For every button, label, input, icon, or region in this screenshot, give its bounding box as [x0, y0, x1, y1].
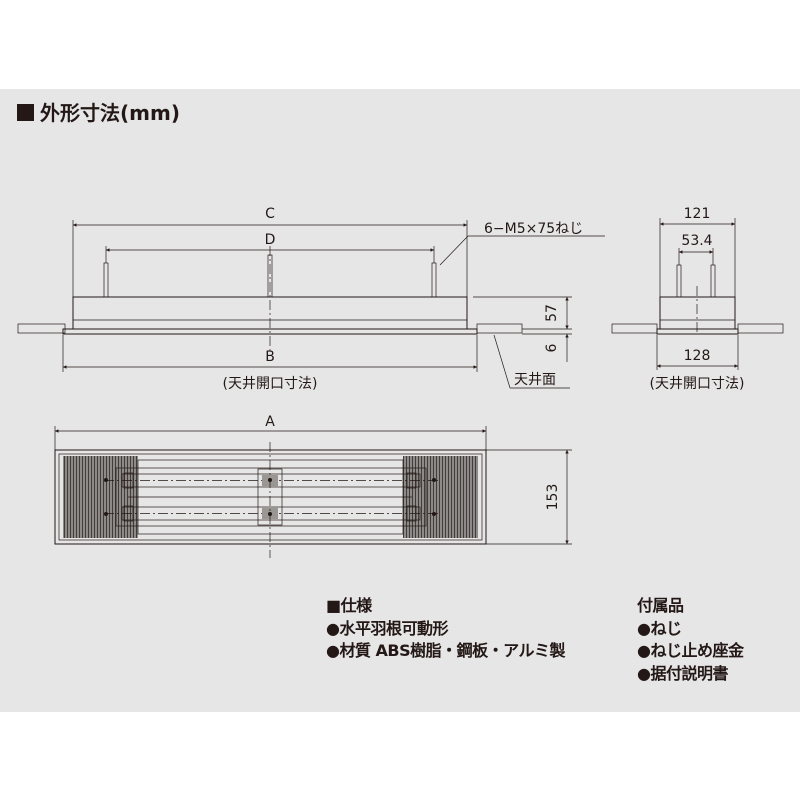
side-ceiling-left: [611, 323, 658, 334]
accessory-item: ●ねじ止め座金: [637, 641, 744, 660]
side-body: [659, 296, 736, 330]
plan-grille-left: [63, 456, 138, 538]
side-ceiling-right: [737, 323, 784, 334]
front-view: C D 6−M5×75ねじ B (天井開口寸法) 57 6 天井面: [17, 206, 605, 392]
section-title: 外形寸法(mm): [40, 101, 180, 125]
plan-height-153: 153: [545, 484, 561, 511]
height-6: 6: [544, 343, 560, 352]
spec-item: ●材質 ABS樹脂・鋼板・アルミ製: [326, 641, 565, 660]
ceiling-surface-label: 天井面: [514, 372, 556, 388]
front-flange: [62, 328, 478, 335]
dim-label-d: D: [265, 232, 276, 248]
front-ceiling-opening-note: (天井開口寸法): [223, 376, 318, 392]
spec-item: ●水平羽根可動形: [326, 618, 448, 638]
screw-note: 6−M5×75ねじ: [484, 221, 583, 237]
accessory-item: ●据付説明書: [637, 663, 728, 683]
plan-outer-frame: [54, 449, 487, 545]
dim-label-a: A: [265, 414, 275, 430]
dim-label-b: B: [265, 349, 275, 365]
drawing-panel: [0, 89, 800, 712]
plan-grille-right: [403, 456, 478, 538]
side-view: 121 53.4 128 (天井開口寸法): [611, 206, 784, 392]
specs-heading: ■仕様: [326, 596, 372, 615]
ceiling-slab-left: [17, 323, 66, 334]
height-57: 57: [544, 304, 560, 322]
title-square: [17, 104, 34, 121]
plan-view: A 153: [54, 414, 572, 558]
side-width-53-4: 53.4: [681, 233, 712, 249]
specs-block: ■仕様 ●水平羽根可動形 ●材質 ABS樹脂・鋼板・アルミ製: [326, 595, 565, 663]
side-ceiling-opening-note: (天井開口寸法): [650, 376, 745, 392]
ceiling-slab-right: [476, 323, 523, 334]
side-width-121: 121: [684, 206, 711, 222]
accessories-heading: 付属品: [637, 596, 684, 615]
dim-label-c: C: [265, 206, 275, 222]
accessory-item: ●ねじ: [637, 618, 682, 638]
side-width-128: 128: [684, 348, 711, 364]
accessories-block: 付属品 ●ねじ ●ねじ止め座金 ●据付説明書: [637, 595, 744, 685]
